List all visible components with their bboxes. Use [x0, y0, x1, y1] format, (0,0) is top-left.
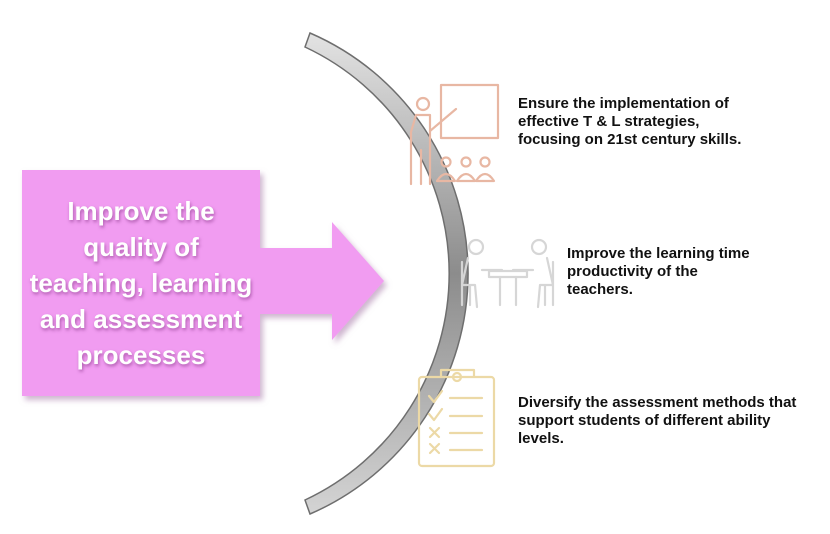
- goal-item-assessment: Diversify the assessment methods that su…: [518, 394, 797, 447]
- teacher-presenting-icon: [409, 83, 500, 186]
- goal-item-productivity: Improve the learning time productivity o…: [567, 245, 750, 298]
- curved-arc: [304, 31, 469, 516]
- goal-item-strategies: Ensure the implementation of effective T…: [518, 95, 742, 148]
- main-arrow: [22, 170, 384, 396]
- meeting-table-icon: [460, 238, 555, 309]
- main-statement: Improve the quality of teaching, learnin…: [29, 196, 253, 370]
- checklist-clipboard-icon: [417, 368, 496, 468]
